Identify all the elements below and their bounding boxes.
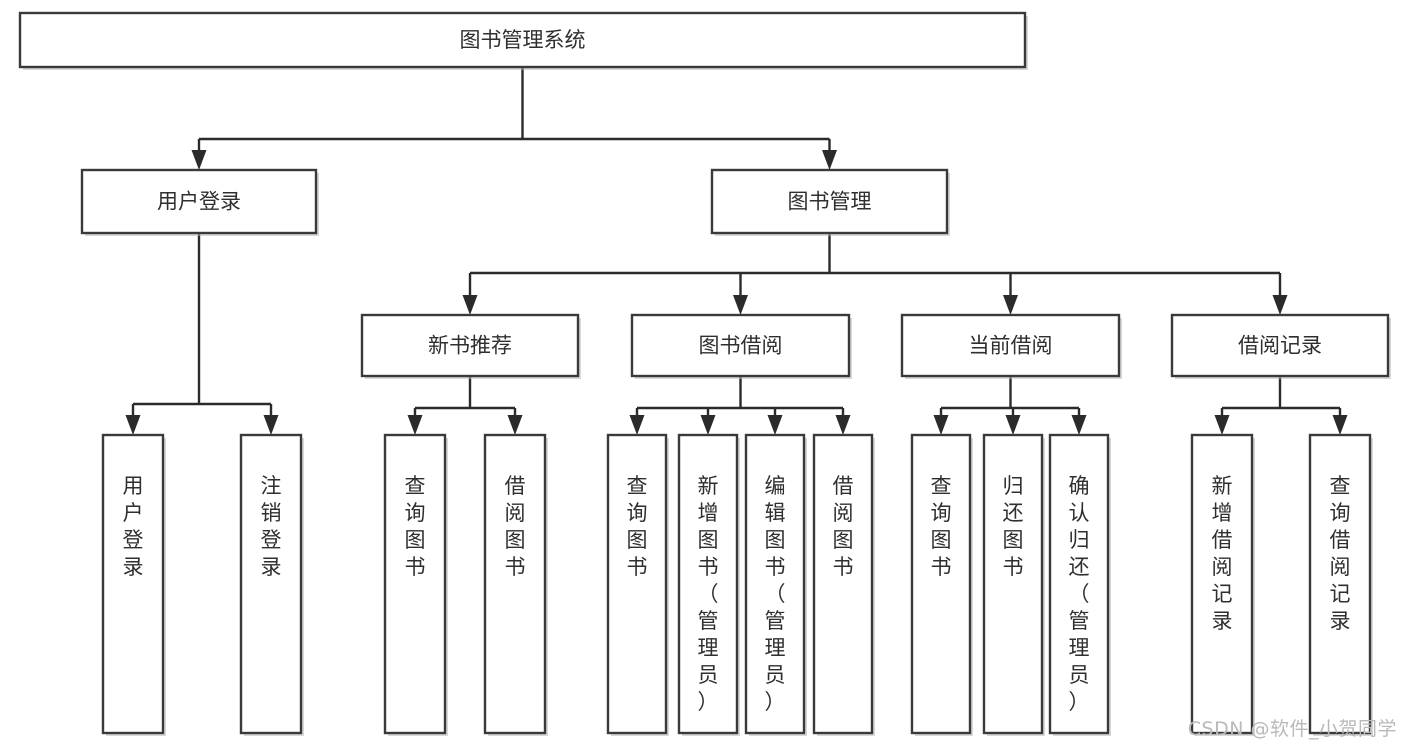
node-label: 新书推荐 [428,334,512,358]
node-label: 借阅记录 [1238,334,1322,358]
node-rect [606,433,668,735]
node-label: 查询图书 [405,474,426,579]
node-leaf-查询图书[interactable]: 查询图书 [910,433,973,736]
arrow-head-icon [1005,415,1021,435]
node-leaf-借阅图书[interactable]: 借阅图书 [812,433,875,736]
connector-group [191,67,837,170]
node-leaf-注销登录[interactable]: 注销登录 [239,433,304,736]
node-rect [239,433,303,735]
node-rect [1170,313,1390,378]
node-label: 图书管理 [788,190,872,214]
node-l2-用户登录[interactable]: 用户登录 [80,168,319,236]
node-label: 查询图书 [931,474,952,579]
arrow-head-icon [733,295,748,315]
node-rect [710,168,949,235]
node-l3-借阅记录[interactable]: 借阅记录 [1170,313,1391,379]
node-rect [982,433,1044,735]
arrow-head-icon [1214,415,1230,435]
node-rect [910,433,972,735]
node-rect [383,433,447,735]
arrow-head-icon [835,415,851,435]
node-leaf-新增借阅记录[interactable]: 新增借阅记录 [1190,433,1255,736]
arrow-head-icon [462,295,478,315]
node-l2-图书管理[interactable]: 图书管理 [710,168,950,236]
arrow-head-icon [767,415,783,435]
node-rect [630,313,851,378]
node-rect [812,433,874,735]
watermark-label: CSDN @软件_小贺同学 [1187,718,1397,740]
arrow-head-icon [263,415,279,435]
node-rect [360,313,580,378]
node-rect [1308,433,1372,735]
node-label: 图书管理系统 [460,28,586,52]
node-rect [900,313,1121,378]
node-label: 注销登录 [261,474,282,579]
node-leaf-新增图书管理员[interactable]: 新增图书（管理员） [677,433,740,736]
node-leaf-查询图书[interactable]: 查询图书 [383,433,448,736]
arrow-head-icon [822,150,837,170]
arrow-head-icon [125,415,141,435]
node-label: 用户登录 [123,474,144,579]
node-label: 查询借阅记录 [1330,474,1351,633]
node-label: 归还图书 [1003,474,1024,579]
node-rect [1190,433,1254,735]
node-leaf-确认归还管理员[interactable]: 确认归还（管理员） [1048,433,1111,736]
node-label: 查询图书 [627,474,648,579]
node-root-图书管理系统[interactable]: 图书管理系统 [18,11,1028,70]
node-label: 编辑图书（管理员） [765,474,786,714]
node-layer: 图书管理系统用户登录图书管理新书推荐图书借阅当前借阅借阅记录用户登录注销登录查询… [18,11,1391,736]
node-label: 借阅图书 [505,474,526,579]
node-rect [80,168,318,235]
connector-group [629,376,851,435]
connector-group [407,376,523,435]
node-rect [18,11,1027,69]
node-label: 确认归还（管理员） [1069,474,1090,714]
node-label: 借阅图书 [833,474,854,579]
node-leaf-编辑图书管理员[interactable]: 编辑图书（管理员） [744,433,807,736]
arrow-head-icon [933,415,949,435]
connector-group [1214,376,1348,435]
connector-layer [125,67,1348,435]
node-l3-当前借阅[interactable]: 当前借阅 [900,313,1122,379]
arrow-head-icon [407,415,423,435]
node-l3-新书推荐[interactable]: 新书推荐 [360,313,581,379]
arrow-head-icon [629,415,645,435]
node-rect [101,433,165,735]
node-leaf-借阅图书[interactable]: 借阅图书 [483,433,548,736]
node-label: 新增借阅记录 [1212,474,1233,633]
node-rect [677,433,739,735]
node-rect [1048,433,1110,735]
arrow-head-icon [1071,415,1087,435]
arrow-head-icon [1332,415,1348,435]
arrow-head-icon [191,150,207,170]
node-label: 新增图书（管理员） [698,474,719,714]
arrow-head-icon [507,415,523,435]
node-l3-图书借阅[interactable]: 图书借阅 [630,313,852,379]
arrow-head-icon [1003,295,1018,315]
node-rect [744,433,806,735]
connector-group [462,233,1288,315]
node-leaf-查询借阅记录[interactable]: 查询借阅记录 [1308,433,1373,736]
arrow-head-icon [1272,295,1288,315]
node-leaf-查询图书[interactable]: 查询图书 [606,433,669,736]
node-rect [483,433,547,735]
node-leaf-用户登录[interactable]: 用户登录 [101,433,166,736]
node-leaf-归还图书[interactable]: 归还图书 [982,433,1045,736]
node-label: 图书借阅 [699,334,783,358]
arrow-head-icon [700,415,716,435]
connector-group [933,376,1087,435]
node-label: 用户登录 [157,190,241,214]
connector-group [125,233,279,435]
node-label: 当前借阅 [969,334,1053,358]
